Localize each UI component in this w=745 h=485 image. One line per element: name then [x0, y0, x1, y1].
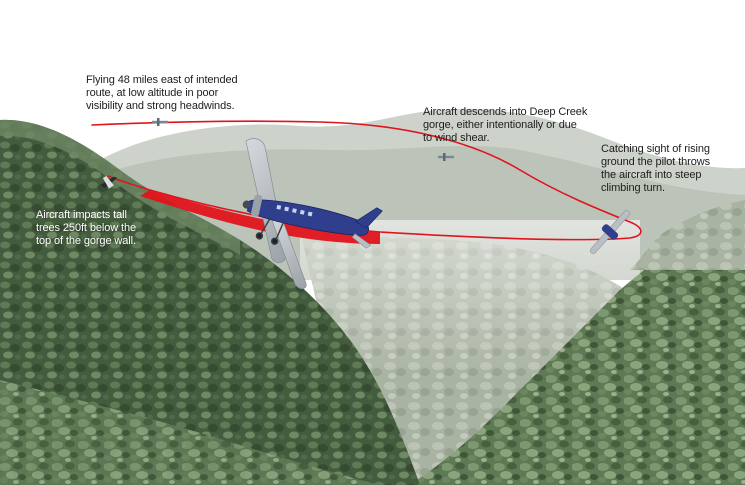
impact-callout: Aircraft impacts tall trees 250ft below … [36, 209, 137, 247]
route-callout: Flying 48 miles east of intended route, … [86, 74, 238, 112]
climb-callout: Catching sight of rising ground the pilo… [601, 143, 710, 194]
foreground-slope [0, 380, 380, 485]
windows [276, 204, 313, 217]
descent-callout: Aircraft descends into Deep Creek gorge,… [423, 106, 588, 144]
lower-wing [271, 215, 307, 289]
right-slope-far [630, 200, 745, 270]
landing-gear [255, 217, 285, 245]
left-ridge-highlight [0, 119, 240, 256]
main-aircraft-icon [242, 138, 383, 289]
climbing-aircraft-icon [590, 210, 630, 254]
right-slope [410, 215, 745, 485]
flight-path [91, 120, 642, 241]
aircraft-icon-descent [438, 153, 454, 161]
aircraft-icon [152, 118, 168, 126]
gorge-mist [300, 220, 640, 380]
crashed-aircraft-icon [100, 175, 118, 189]
left-slope [0, 119, 420, 485]
